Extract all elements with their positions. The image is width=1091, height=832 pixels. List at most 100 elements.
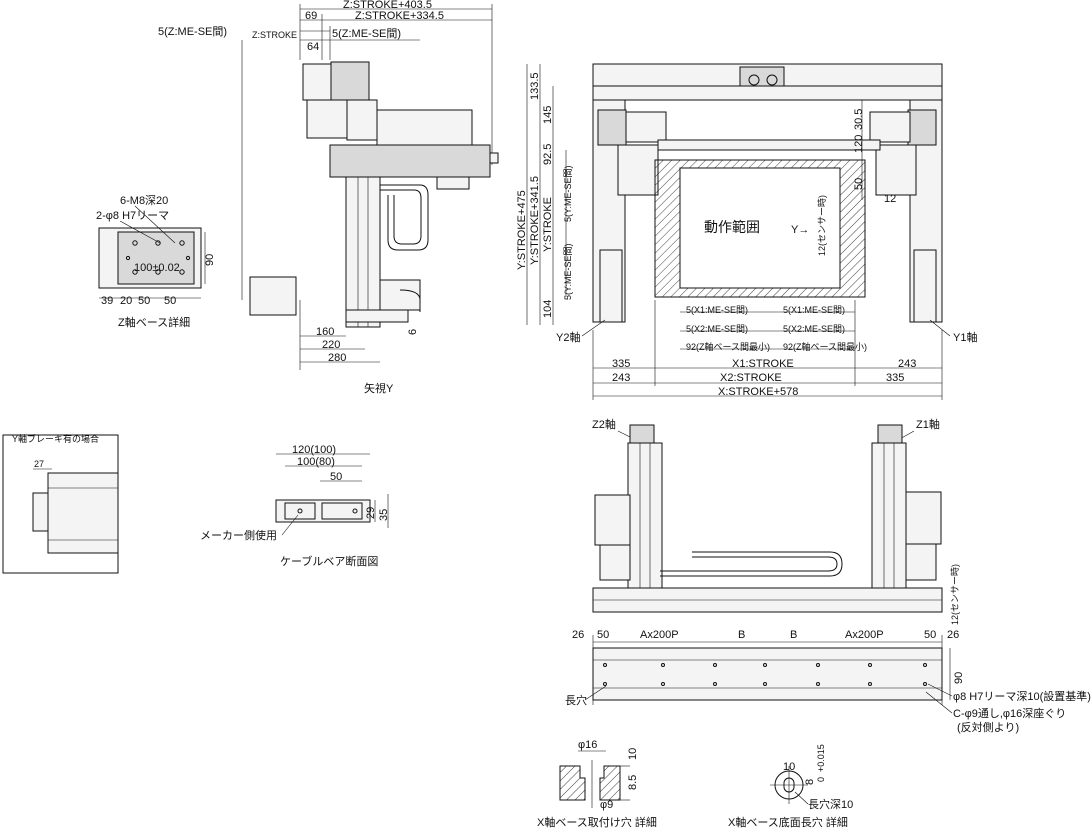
- dim-z-stroke-403: Z:STROKE+403.5: [343, 0, 432, 11]
- dim-50-left: 50: [597, 629, 609, 641]
- tol-plus: +0.015: [816, 744, 826, 772]
- y-slider-top: [376, 109, 473, 146]
- x-base-slot-detail: 10 8 +0.015 0 長穴深10 X軸ベース底面長穴 詳細: [728, 744, 853, 829]
- dim-120-right: 120: [853, 135, 865, 153]
- dim-335-right: 335: [886, 372, 904, 384]
- left-rail: [599, 249, 623, 323]
- dim-6: 6: [407, 329, 419, 335]
- label-phi8-reamer: φ8 H7リーマ深10(設置基準): [953, 689, 1091, 703]
- sensor-12-elev: 12(センサー時): [950, 564, 960, 625]
- detail1-title: X軸ベース取付け穴 詳細: [537, 815, 657, 829]
- dim-5-zme-left: 5(Z:ME-SE間): [158, 25, 227, 38]
- dim-20: 20: [120, 295, 132, 307]
- dim-z92-left: 92(Z軸ベース間最小): [686, 341, 770, 352]
- dim-10-d1: 10: [627, 748, 639, 760]
- dim-90-xbase: 90: [953, 672, 965, 684]
- hole-section-left: [559, 765, 586, 801]
- dim-5-zme-right: 5(Z:ME-SE間): [332, 27, 401, 40]
- dim-phi16: φ16: [578, 739, 597, 751]
- dim-y5me-top: 5(Y:ME-SE間): [563, 165, 573, 222]
- label-6-m8: 6-M8深20: [120, 194, 168, 207]
- maker-use-label: メーカー側使用: [200, 529, 277, 542]
- carriage-end: [489, 152, 499, 164]
- right-slider: [869, 111, 911, 143]
- dim-x2me-left: 5(X2:ME-SE間): [686, 324, 748, 334]
- z-foot: [345, 309, 409, 323]
- label-c-phi9: C-φ9通し,φ16深座ぐり: [953, 706, 1066, 720]
- z2-motor: [629, 424, 655, 444]
- dim-x1me-left: 5(X1:ME-SE間): [686, 305, 748, 315]
- dim-phi9: φ9: [600, 799, 613, 811]
- x-base-plan: 26 50 Ax200P B B Ax200P 50 26 90 長穴 φ8 H…: [565, 629, 1091, 734]
- dim-z-stroke: Z:STROKE: [252, 30, 297, 40]
- z-motor-left: [302, 63, 332, 101]
- dim-ax200p-right: Ax200P: [845, 629, 884, 641]
- z-coupling-block: [306, 99, 348, 139]
- tol-zero: 0: [816, 777, 826, 782]
- label-y1-axis: Y1軸: [953, 330, 977, 344]
- dim-8-d2: 8: [804, 779, 816, 785]
- x-base-mount-hole-detail: φ16 10 φ9 8.5 X軸ベース取付け穴 詳細: [537, 739, 657, 829]
- dim-35: 35: [378, 509, 390, 521]
- dim-10-d2: 10: [783, 761, 795, 773]
- z-bracket: [346, 99, 378, 141]
- z1-lower-block: [905, 543, 937, 581]
- brake-title: Y軸ブレーキ有の場合: [12, 433, 99, 444]
- dim-ax200p-left: Ax200P: [640, 629, 679, 641]
- z2-column: [627, 442, 663, 594]
- dim-50-right-x: 50: [924, 629, 936, 641]
- dim-64: 64: [307, 41, 319, 53]
- cable-bear-body: [275, 499, 371, 523]
- z-base-plate: [249, 276, 297, 316]
- dim-104: 104: [542, 300, 554, 318]
- dim-243-left: 243: [612, 372, 630, 384]
- crossbar: [657, 139, 881, 151]
- view-label-y: 矢視Y: [364, 381, 394, 395]
- dim-29: 29: [365, 507, 377, 519]
- dim-x1-stroke: X1:STROKE: [732, 358, 794, 370]
- dim-280: 280: [328, 352, 346, 364]
- hole-section-right: [599, 765, 621, 801]
- z-lower-block: [379, 279, 421, 311]
- detail2-title: X軸ベース底面長穴 詳細: [728, 815, 848, 829]
- dim-8-5: 8.5: [627, 775, 639, 790]
- dim-y-stroke: Y:STROKE: [542, 197, 554, 252]
- z2-side-block: [594, 494, 631, 546]
- right-z-block: [875, 144, 917, 196]
- dim-90: 90: [204, 254, 216, 266]
- label-y2-axis: Y2軸: [556, 330, 580, 344]
- dim-69: 69: [305, 10, 317, 22]
- dim-x2me-right: 5(X2:ME-SE間): [783, 324, 845, 334]
- y-carriage: [329, 144, 491, 178]
- label-slot-depth: 長穴深10: [808, 797, 853, 811]
- x-base-plate: [592, 647, 943, 701]
- dim-y-stroke-475: Y:STROKE+475: [516, 190, 528, 270]
- dim-133-5: 133.5: [529, 72, 541, 100]
- dim-50b: 50: [164, 295, 176, 307]
- cable-title: ケーブルベア断面図: [280, 554, 378, 568]
- dim-39: 39: [101, 295, 113, 307]
- dim-220: 220: [322, 339, 340, 351]
- label-opposite-side: (反対側より): [957, 720, 1019, 734]
- dim-92-5: 92.5: [542, 144, 554, 165]
- front-view: 動作範囲 Y→ 12(センサー時) 133.5 145 92.5 104 Y:S…: [516, 63, 977, 400]
- z1-side-block: [905, 491, 942, 545]
- operating-range-label: 動作範囲: [704, 219, 760, 235]
- dim-b-1: B: [738, 629, 745, 641]
- brake-knob: [32, 492, 49, 532]
- z1-column: [871, 442, 907, 594]
- cable-bear-section: 120(100) 100(80) 50 29 35 メーカー側使用 ケーブルベア…: [200, 444, 390, 568]
- dim-243-right: 243: [898, 358, 916, 370]
- z-base-title: Z軸ベース詳細: [118, 315, 190, 329]
- label-2-phi8: 2-φ8 H7リーマ: [96, 210, 169, 222]
- dim-30-5: 30.5: [853, 109, 865, 130]
- brake-body: [47, 472, 119, 554]
- dim-z-stroke-334: Z:STROKE+334.5: [355, 10, 444, 22]
- dim-50-cable: 50: [330, 471, 342, 483]
- right-motor: [907, 109, 937, 146]
- dim-y5me-bottom: 5(Y:ME-SE間): [563, 243, 573, 300]
- dim-26-right: 26: [947, 629, 959, 641]
- z1-motor: [877, 424, 903, 444]
- dim-27-brake: 27: [34, 459, 44, 469]
